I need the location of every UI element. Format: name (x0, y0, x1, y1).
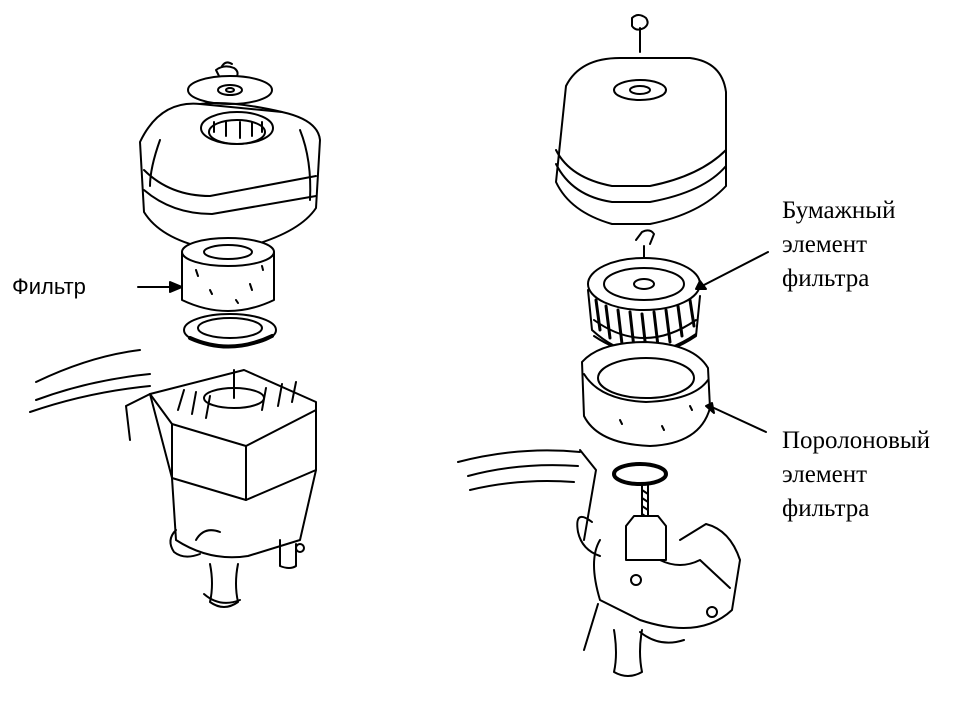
filter-arrow (137, 281, 183, 293)
right-gasket (612, 462, 668, 486)
foam-element-label: Поролоновый элемент фильтра (782, 424, 930, 526)
filter-label: Фильтр (12, 274, 86, 299)
paper-element-arrow (695, 251, 769, 290)
left-filter-element (181, 237, 275, 312)
left-washer (187, 75, 273, 105)
right-stud-and-base (457, 449, 741, 677)
right-air-cleaner-cover (555, 57, 727, 225)
foam-element-label-line2: элемент (782, 461, 868, 488)
left-gasket (183, 313, 277, 349)
right-wing-nut-top (631, 14, 649, 53)
paper-element-label-line3: фильтра (782, 265, 870, 292)
foam-element-label-line1: Поролоновый (782, 427, 931, 454)
paper-element-label-line1: Бумажный (782, 197, 896, 224)
foam-element-label-line3: фильтра (782, 495, 870, 522)
paper-element-label-line2: элемент (782, 231, 868, 258)
paper-element-label: Бумажный элемент фильтра (782, 194, 895, 296)
left-base-housing (29, 349, 317, 608)
left-air-cleaner-cover (139, 102, 321, 249)
right-foam-element (581, 341, 711, 447)
right-paper-element (587, 229, 701, 355)
foam-element-arrow (705, 402, 767, 433)
